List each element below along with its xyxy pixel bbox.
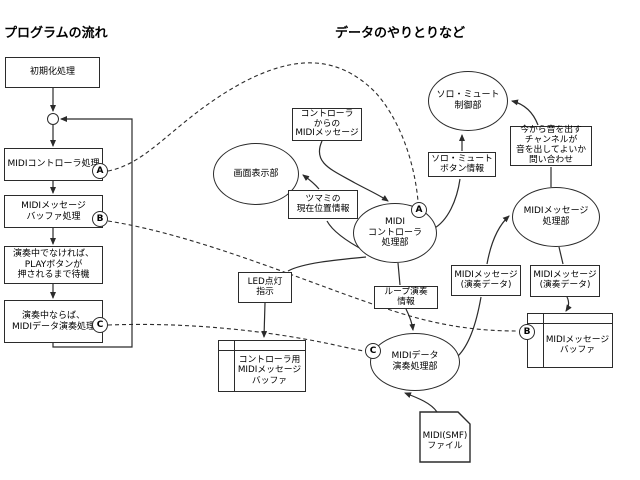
dashed-link-a (107, 62, 419, 202)
midi-file-shape (419, 411, 471, 463)
label-led-lighting-instruction: LED点灯 指示 (238, 272, 292, 303)
store-header-line (219, 350, 305, 351)
store-key-column-line (234, 341, 235, 391)
flow-loop-line (52, 116, 133, 348)
process-midi-message: MIDIメッセージ 処理部 (512, 187, 600, 247)
arrow-perflabel-left-to-msgproc (486, 215, 510, 265)
diagram-connector-a: A (411, 202, 427, 218)
arrow-knoblabel-to-display (302, 174, 320, 190)
store-midi-message-buffer: MIDIメッセージ バッファ (527, 313, 613, 368)
diagram-connector-c: C (365, 343, 381, 359)
flow-step-init: 初期化処理 (5, 57, 100, 88)
line-midictrl-to-ledlabel (287, 256, 367, 272)
label-sound-channel-inquiry: 今から音を出す チャンネルが 音を出してよいか 問い合わせ (510, 125, 592, 166)
store-label: MIDIメッセージ バッファ (545, 334, 610, 355)
arrow-perflabel-right-to-msgbuffer (565, 296, 572, 312)
process-solo-mute-control: ソロ・ミュート 制御部 (428, 71, 508, 131)
flow-step-midi-data-play: 演奏中ならば、 MIDIデータ演奏処理 (4, 300, 103, 343)
line-midictrl-to-solobtnlabel (432, 178, 461, 230)
process-display: 画面表示部 (213, 143, 299, 205)
label-midi-message-perf-data-right: MIDIメッセージ (演奏データ) (530, 265, 600, 297)
flow-step-midi-message-buffer: MIDIメッセージ バッファ処理 (4, 195, 103, 228)
flow-junction-circle (47, 113, 59, 125)
dashed-link-b (107, 220, 517, 332)
arrow-midifile-to-dataplay (404, 392, 438, 413)
arrow-inquirylabel-to-solomute (511, 99, 539, 126)
left-panel-title: プログラムの流れ (4, 26, 108, 41)
dashed-link-c (107, 323, 365, 352)
label-loop-play-info: ループ演奏 情報 (374, 286, 438, 309)
arrow-ledlabel-to-ctrlbuffer (261, 302, 268, 338)
arrow-looplabel-to-dataplay (405, 308, 416, 331)
flow-step-midi-controller: MIDIコントローラ処理 (4, 148, 103, 181)
flow-connector-a: A (92, 163, 108, 179)
store-label: コントローラ用 MIDIメッセージ バッファ (237, 354, 302, 386)
flow-connector-c: C (92, 317, 108, 333)
right-panel-title: データのやりとりなど (335, 26, 466, 41)
label-knob-position-info: ツマミの 現在位置情報 (288, 190, 358, 219)
line-midictrl-to-looplabel (397, 262, 401, 286)
arrow-ctrlmsg-to-midictrl (318, 140, 389, 202)
line-msgproc-to-perflabel-right (558, 246, 564, 265)
store-header-line (528, 323, 612, 324)
diagram-connector-b: B (519, 324, 535, 340)
label-solo-mute-button-info: ソロ・ミュート ボタン情報 (428, 152, 496, 177)
label-midi-message-perf-data-left: MIDIメッセージ (演奏データ) (451, 265, 521, 296)
store-key-column-line (543, 314, 544, 367)
flow-connector-b: B (92, 211, 108, 227)
label-controller-midi-message: コントローラ からの MIDIメッセージ (292, 108, 362, 141)
line-dataplay-to-perflabel-left (457, 296, 482, 357)
flow-step-wait-play: 演奏中でなければ、 PLAYボタンが 押されるまで待機 (4, 246, 103, 284)
process-midi-data-play: MIDIデータ 演奏処理部 (370, 333, 460, 391)
store-controller-midi-message-buffer: コントローラ用 MIDIメッセージ バッファ (218, 340, 306, 392)
midi-smf-file-label: MIDI(SMF) ファイル (422, 430, 468, 451)
